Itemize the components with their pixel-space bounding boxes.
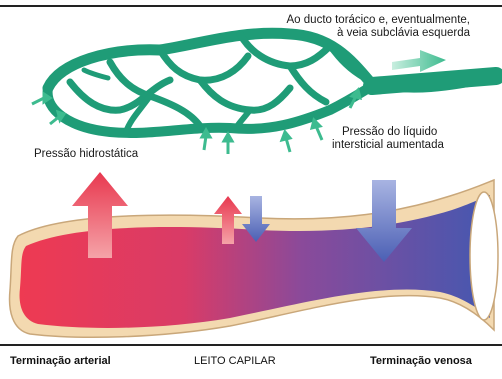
hydrostatic-label: Pressão hidrostática — [34, 148, 139, 160]
duct-direction-arrow — [392, 50, 446, 72]
duct-label: Ao ducto torácico e, eventualmente, à ve… — [287, 14, 470, 40]
lymphatic-network — [42, 27, 502, 138]
interstitial-label-line2: intersticial aumentada — [332, 139, 444, 151]
venous-end-label: Terminação venosa — [370, 355, 472, 367]
duct-label-line2: à veia subclávia esquerda — [337, 27, 470, 39]
hydrostatic-arrow — [72, 172, 128, 258]
interstitial-label-line1: Pressão do líquido — [342, 126, 438, 138]
capillary-bed-label: LEITO CAPILAR — [194, 355, 276, 367]
bottom-border — [0, 344, 502, 346]
small-exchange-arrows — [214, 196, 270, 244]
arterial-end-label: Terminação arterial — [10, 355, 111, 367]
inflow-arrows — [31, 87, 363, 154]
top-border — [0, 5, 502, 7]
interstitial-label: Pressão do líquido intersticial aumentad… — [332, 126, 444, 152]
duct-label-line1: Ao ducto torácico e, eventualmente, — [286, 14, 470, 26]
interstitial-arrow — [356, 180, 412, 262]
